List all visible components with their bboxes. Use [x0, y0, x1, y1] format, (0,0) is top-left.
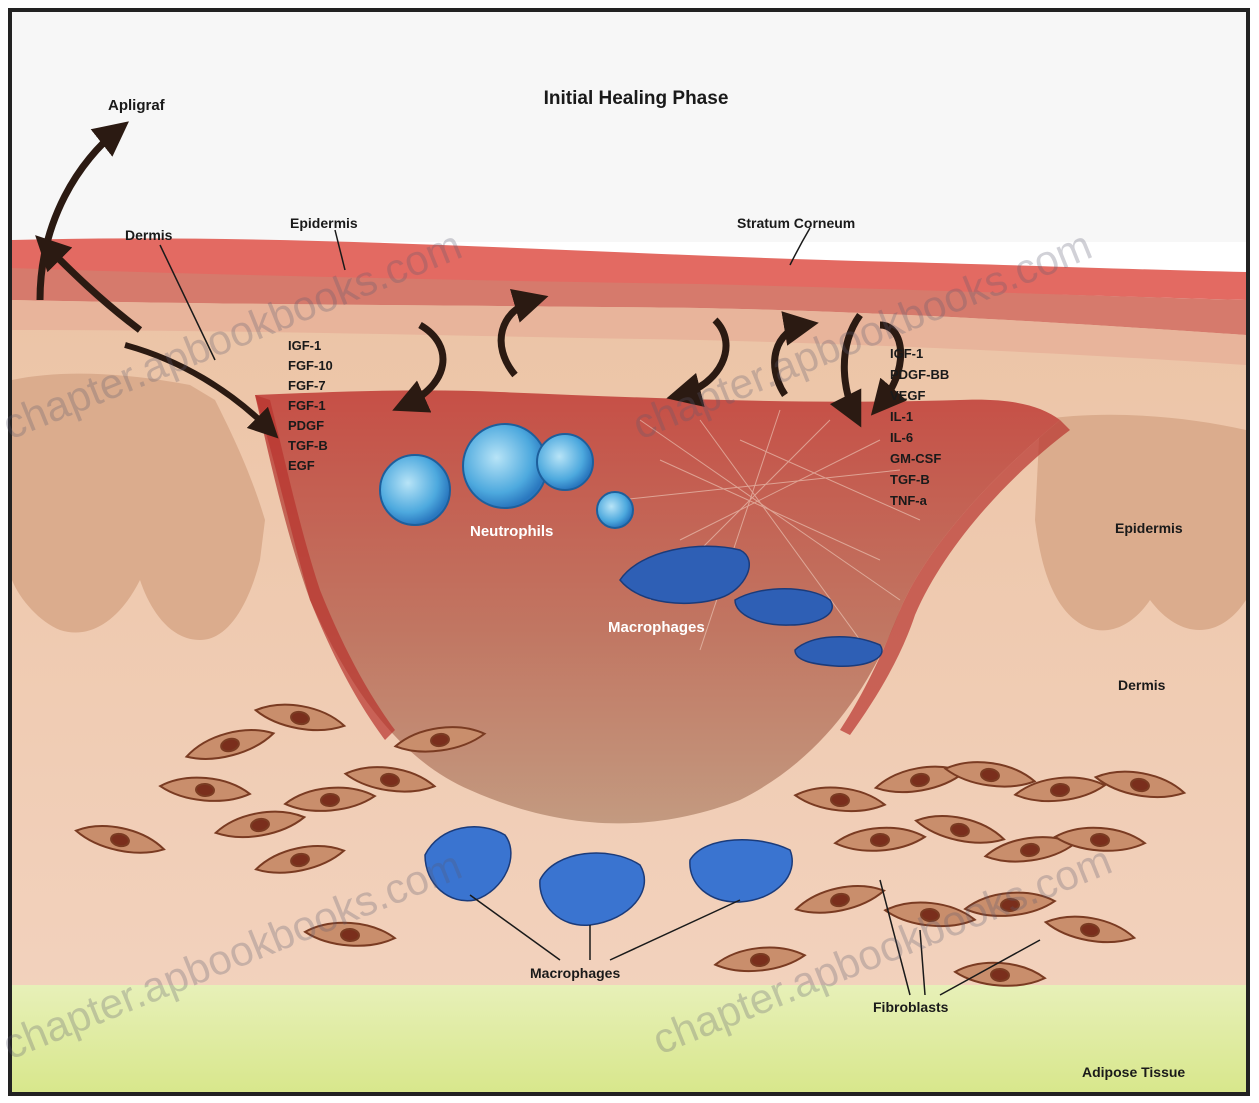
- growth-factor-right-5: GM-CSF: [890, 451, 941, 466]
- label-neutrophils: Neutrophils: [470, 523, 553, 540]
- growth-factor-left-1: FGF-10: [288, 358, 333, 373]
- growth-factor-right-2: VEGF: [890, 388, 925, 403]
- growth-factor-right-7: TNF-a: [890, 493, 928, 508]
- growth-factor-right-6: TGF-B: [890, 472, 930, 487]
- growth-factor-left-6: EGF: [288, 458, 315, 473]
- fibroblast-nucleus: [750, 953, 769, 967]
- adipose-layer: [12, 985, 1246, 1092]
- fibroblast-nucleus: [830, 793, 849, 807]
- label-macrophages-mid: Macrophages: [608, 619, 705, 636]
- growth-factor-right-0: IGF-1: [890, 346, 923, 361]
- label-stratum-corneum: Stratum Corneum: [737, 215, 855, 231]
- fibroblast-nucleus: [1050, 783, 1069, 797]
- label-apligraf: Apligraf: [108, 97, 166, 114]
- growth-factor-left-4: PDGF: [288, 418, 324, 433]
- diagram-title: Initial Healing Phase: [544, 88, 729, 109]
- background-top: [12, 12, 1246, 242]
- growth-factor-right-4: IL-6: [890, 430, 913, 445]
- fibroblast-nucleus: [321, 793, 340, 807]
- growth-factor-right-3: IL-1: [890, 409, 913, 424]
- label-epidermis-right: Epidermis: [1115, 520, 1183, 536]
- growth-factor-left-2: FGF-7: [288, 378, 326, 393]
- growth-factor-right-1: PDGF-BB: [890, 367, 949, 382]
- growth-factor-left-3: FGF-1: [288, 398, 326, 413]
- fibroblast-nucleus: [991, 968, 1010, 981]
- label-epidermis-top: Epidermis: [290, 215, 358, 231]
- label-dermis-top: Dermis: [125, 227, 173, 243]
- fibroblast-nucleus: [871, 833, 890, 846]
- label-fibroblasts: Fibroblasts: [873, 999, 949, 1015]
- growth-factor-left-5: TGF-B: [288, 438, 328, 453]
- growth-factor-left-0: IGF-1: [288, 338, 321, 353]
- label-macrophages-bottom: Macrophages: [530, 965, 620, 981]
- label-dermis-right: Dermis: [1118, 677, 1166, 693]
- fibroblast-nucleus: [196, 783, 215, 797]
- label-adipose-tissue: Adipose Tissue: [1082, 1064, 1185, 1080]
